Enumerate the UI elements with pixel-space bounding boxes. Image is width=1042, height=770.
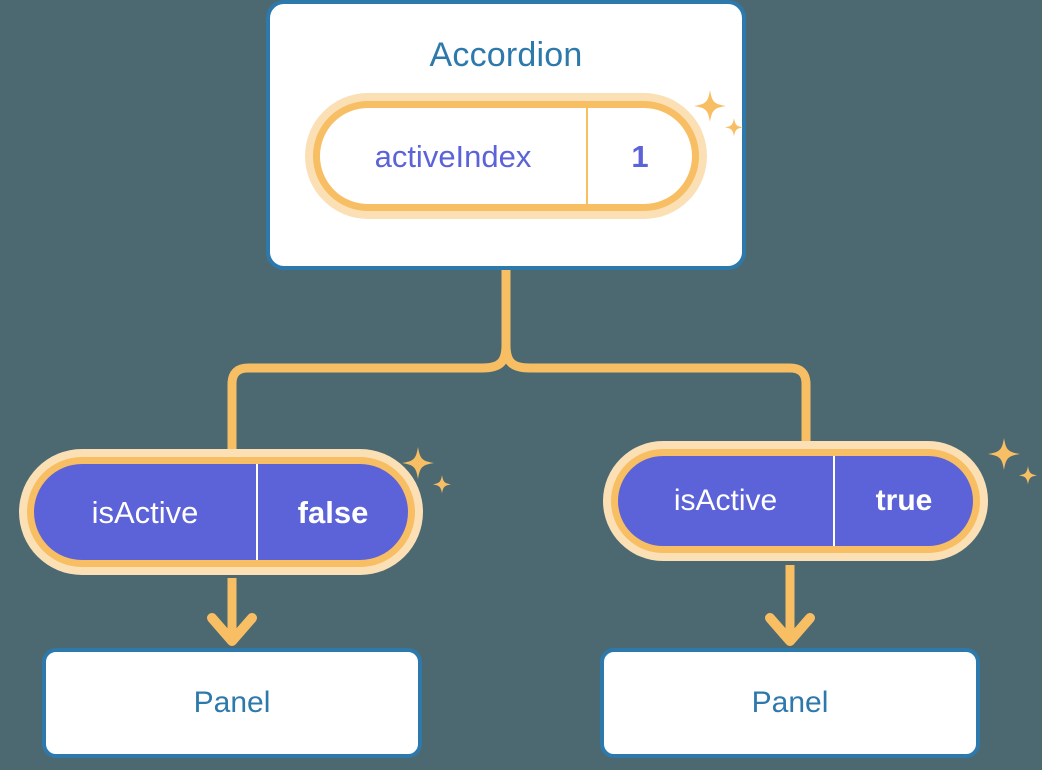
arrow-right-head: [765, 613, 815, 646]
panel-label: Panel: [751, 686, 829, 719]
connector-branch-left: [227, 340, 511, 465]
component-card-panel-right[interactable]: Panel: [600, 648, 980, 758]
component-card-panel-left[interactable]: Panel: [42, 648, 422, 758]
sparkle-icon: [1019, 466, 1037, 485]
page-title: Accordion: [429, 36, 583, 74]
state-pill-body: activeIndex 1: [313, 101, 699, 211]
state-value-label: false: [256, 464, 408, 560]
state-value-label: true: [833, 456, 973, 546]
state-pill-isactive-right[interactable]: isActive true: [611, 449, 980, 553]
state-pill-activeindex[interactable]: activeIndex 1: [313, 101, 699, 211]
connector-branch-right: [501, 340, 811, 457]
state-key-label: activeIndex: [374, 138, 532, 174]
panel-label: Panel: [193, 686, 271, 719]
state-key-label: isActive: [673, 484, 778, 517]
sparkle-icon: [433, 475, 451, 494]
arrow-left-head: [207, 613, 257, 646]
state-pill-body: isActive false: [27, 457, 415, 567]
sparkle-group-right: [982, 432, 1042, 496]
state-value-label: 1: [586, 108, 692, 204]
state-pill-body: isActive true: [611, 449, 980, 553]
state-key-label: isActive: [91, 494, 199, 530]
sparkle-icon: [988, 438, 1020, 470]
state-pill-isactive-left[interactable]: isActive false: [27, 457, 415, 567]
